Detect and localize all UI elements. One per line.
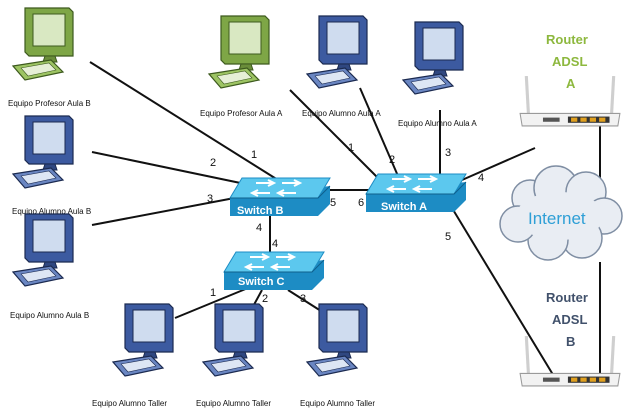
- router-label-line2: ADSL: [552, 54, 587, 69]
- computer-alumno-b1: Equipo Alumno Aula B: [12, 115, 91, 216]
- computer-label: Equipo Alumno Aula B: [12, 207, 91, 216]
- computer-label: Equipo Alumno Aula B: [10, 311, 89, 320]
- router-label-line3: A: [566, 76, 576, 91]
- port-a-profesor: 1: [348, 142, 354, 154]
- desktop-computer-icon: [12, 7, 74, 81]
- computer-label: Equipo Alumno Taller: [92, 399, 167, 408]
- switch-label: Switch A: [381, 201, 427, 213]
- link-alumno-b1-switch-b: [91, 151, 251, 186]
- switch-a: Switch A: [364, 172, 468, 214]
- desktop-computer-icon: [202, 303, 264, 377]
- computer-alumno-a2: Equipo Alumno Aula A: [398, 21, 477, 128]
- desktop-computer-icon: [306, 15, 368, 89]
- desktop-computer-icon: [12, 115, 74, 189]
- port-a-switch-b: 6: [358, 197, 364, 209]
- desktop-computer-icon: [402, 21, 464, 95]
- port-a-router-a: 4: [478, 172, 484, 184]
- computer-alumno-a1: Equipo Alumno Aula A: [302, 15, 381, 118]
- cloud-label: Internet: [528, 209, 586, 228]
- internet-cloud: Internet: [499, 165, 623, 261]
- computer-alumno-b2: Equipo Alumno Aula B: [10, 213, 89, 320]
- link-switch-a-router-a: [461, 147, 536, 181]
- port-b-alumno2: 3: [207, 193, 213, 205]
- computer-label: Equipo Alumno Aula A: [302, 109, 381, 118]
- desktop-computer-icon: [208, 15, 270, 89]
- switch-b: Switch B: [228, 176, 332, 218]
- link-alumno-b2-switch-b: [91, 195, 246, 226]
- port-c-taller2: 2: [262, 293, 268, 305]
- switch-c: Switch C: [222, 250, 326, 292]
- link-switch-c-taller1: [174, 287, 249, 319]
- router-label-line1: Router: [546, 32, 588, 47]
- port-a-alumno2: 3: [445, 147, 451, 159]
- computer-taller2: Equipo Alumno Taller: [196, 303, 271, 408]
- computer-profesor-b: Equipo Profesor Aula B: [8, 7, 91, 108]
- router-label-line3: B: [566, 334, 575, 349]
- computer-label: Equipo Alumno Taller: [300, 399, 375, 408]
- port-b-profesor: 1: [251, 149, 257, 161]
- computer-label: Equipo Profesor Aula B: [8, 99, 91, 108]
- computer-label: Equipo Profesor Aula A: [200, 109, 283, 118]
- port-a-router-b: 5: [445, 231, 451, 243]
- port-a-alumno1: 2: [389, 154, 395, 166]
- switch-label: Switch B: [237, 205, 284, 217]
- port-labels: 1 2 3 5 6 4 4 1 2 3 4 5 1 2 3: [207, 142, 484, 305]
- link-profesor-b-switch-b: [89, 61, 279, 181]
- desktop-computer-icon: [112, 303, 174, 377]
- link-profesor-a-switch-a: [289, 89, 379, 179]
- port-b-switch-c: 4: [256, 222, 262, 234]
- router-b: Router ADSL B: [518, 290, 622, 388]
- desktop-computer-icon: [12, 213, 74, 287]
- computer-taller3: Equipo Alumno Taller: [300, 303, 375, 408]
- computer-profesor-a: Equipo Profesor Aula A: [200, 15, 283, 118]
- router-a: Router ADSL A: [518, 32, 622, 128]
- link-switch-a-router-b: [451, 207, 556, 379]
- port-c-switch-b: 4: [272, 238, 278, 250]
- computer-taller1: Equipo Alumno Taller: [92, 303, 174, 408]
- switch-label: Switch C: [238, 276, 285, 288]
- port-b-alumno1: 2: [210, 157, 216, 169]
- computer-label: Equipo Alumno Taller: [196, 399, 271, 408]
- port-c-taller3: 3: [300, 293, 306, 305]
- port-c-taller1: 1: [210, 287, 216, 299]
- port-b-switch-a: 5: [330, 197, 336, 209]
- router-label-line1: Router: [546, 290, 588, 305]
- cloud-icon: [499, 165, 623, 261]
- desktop-computer-icon: [306, 303, 368, 377]
- computer-label: Equipo Alumno Aula A: [398, 119, 477, 128]
- link-alumno-a1-switch-a: [359, 87, 399, 177]
- router-label-line2: ADSL: [552, 312, 587, 327]
